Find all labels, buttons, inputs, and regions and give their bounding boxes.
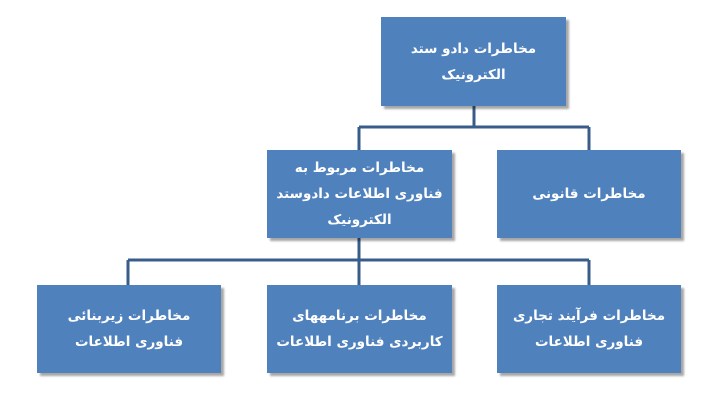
node-business-process-risks-label: مخاطرات فرآیند تجاری فناوری اطلاعات xyxy=(512,308,666,350)
node-infrastructure-risks: مخاطرات زیربنائی فناوری اطلاعات xyxy=(37,285,221,373)
node-application-risks-label: مخاطرات برنامههای کاربردی فناوری اطلاعات xyxy=(276,308,443,350)
node-it-risks: مخاطرات مربوط به فناوری اطلاعات دادوستد … xyxy=(267,150,452,238)
node-infrastructure-risks-label: مخاطرات زیربنائی فناوری اطلاعات xyxy=(67,308,191,350)
node-legal-risks: مخاطرات قانونی xyxy=(497,150,681,238)
node-application-risks: مخاطرات برنامههای کاربردی فناوری اطلاعات xyxy=(267,285,452,373)
node-business-process-risks: مخاطرات فرآیند تجاری فناوری اطلاعات xyxy=(497,285,681,373)
node-it-risks-label: مخاطرات مربوط به فناوری اطلاعات دادوستد … xyxy=(276,160,443,228)
node-legal-risks-label: مخاطرات قانونی xyxy=(532,186,646,202)
node-root-label: مخاطرات دادو ستد الکترونیک xyxy=(410,40,537,83)
node-root: مخاطرات دادو ستد الکترونیک xyxy=(381,17,566,106)
